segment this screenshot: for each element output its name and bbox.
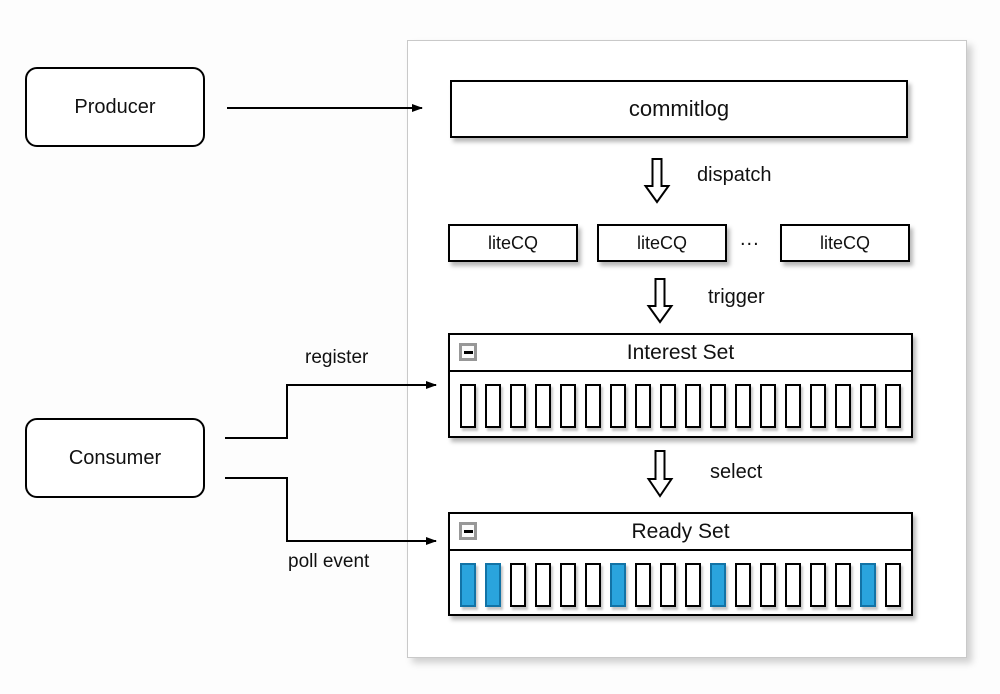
interest-set-header: Interest Set [450,335,911,372]
register-label: register [305,347,369,368]
ready-set-header: Ready Set [450,514,911,551]
edge-poll-event [225,477,437,545]
slot-empty [685,563,701,607]
minus-icon[interactable] [459,522,477,540]
commitlog-node: commitlog [450,80,908,138]
slot-empty [860,384,876,428]
slot-active [485,563,501,607]
slot-empty [785,384,801,428]
interest-set-title: Interest Set [626,340,735,364]
select-label: select [710,461,763,483]
slot-empty [535,563,551,607]
trigger-label: trigger [708,286,765,308]
slot-empty [785,563,801,607]
slot-empty [660,563,676,607]
slot-active [710,563,726,607]
slot-empty [810,384,826,428]
slot-empty [660,384,676,428]
slot-active [460,563,476,607]
commitlog-label: commitlog [628,96,730,121]
litecq-label: liteCQ [819,232,870,253]
slot-empty [510,563,526,607]
slot-empty [760,384,776,428]
producer-node: Producer [25,67,205,147]
litecq-label: liteCQ [487,232,538,253]
slot-empty [610,384,626,428]
dispatch-label: dispatch [697,164,772,186]
ready-set-window: Ready Set [448,512,913,616]
slot-empty [885,384,901,428]
interest-set-slot-row [450,372,911,440]
edge-register [225,381,437,439]
consumer-label: Consumer [68,446,162,469]
minus-bar [463,350,473,354]
slot-empty [485,384,501,428]
slot-empty [635,563,651,607]
litecq-node-2: liteCQ [597,224,727,262]
slot-empty [460,384,476,428]
interest-set-window: Interest Set [448,333,913,438]
minus-bar [463,529,473,533]
slot-empty [835,563,851,607]
slot-empty [635,384,651,428]
slot-empty [560,384,576,428]
ready-set-slot-row [450,551,911,619]
poll-event-label: poll event [288,551,370,572]
slot-empty [510,384,526,428]
ready-set-title: Ready Set [631,519,730,543]
consumer-node: Consumer [25,418,205,498]
minus-icon[interactable] [459,343,477,361]
litecq-node-3: liteCQ [780,224,910,262]
slot-empty [760,563,776,607]
slot-empty [710,384,726,428]
litecq-label: liteCQ [636,232,687,253]
slot-active [860,563,876,607]
slot-empty [810,563,826,607]
litecq-node-1: liteCQ [448,224,578,262]
litecq-ellipsis: ... [740,228,760,250]
producer-label: Producer [74,95,156,118]
slot-empty [585,563,601,607]
slot-empty [535,384,551,428]
slot-empty [885,563,901,607]
slot-empty [735,563,751,607]
slot-empty [835,384,851,428]
slot-empty [735,384,751,428]
slot-empty [585,384,601,428]
slot-empty [560,563,576,607]
slot-active [610,563,626,607]
slot-empty [685,384,701,428]
